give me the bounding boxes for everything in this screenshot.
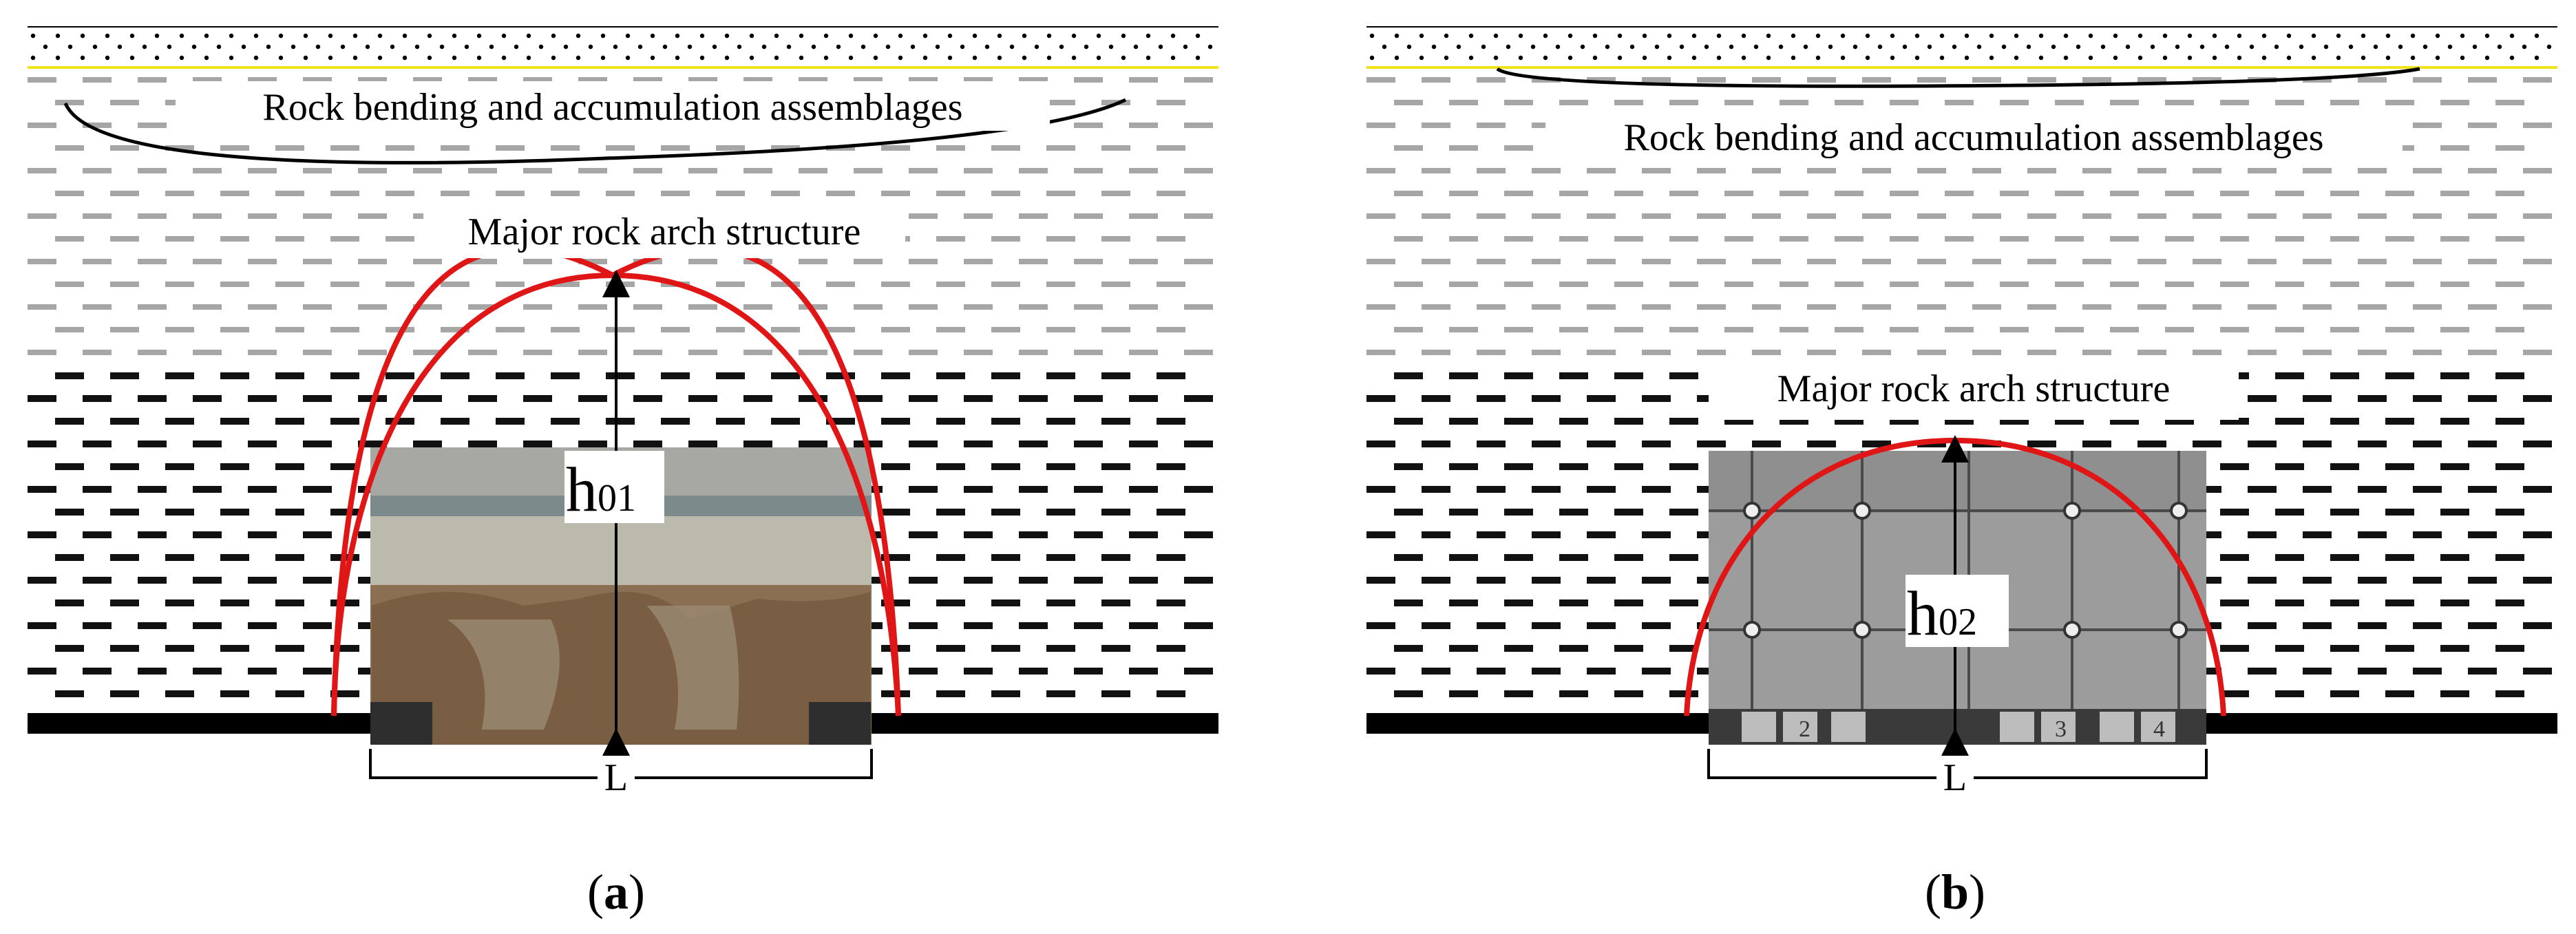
panel-a: h01 L Rock bending and accumulation asse… bbox=[28, 26, 1218, 920]
panel-a-coal-seam-left bbox=[28, 713, 372, 734]
panel-b-surface-line bbox=[1366, 66, 2557, 69]
panel-b-coal-seam-right bbox=[2205, 713, 2557, 734]
panel-b-height-label: h02 bbox=[1907, 578, 1977, 648]
panel-a-surface-line bbox=[28, 66, 1218, 69]
panel-b-block-label-4: 4 bbox=[2153, 717, 2165, 742]
panel-b-arch-label: Major rock arch structure bbox=[1777, 368, 2171, 410]
panel-b-loose-layer bbox=[1369, 33, 2552, 61]
panel-b-block-label-2: 2 bbox=[1799, 717, 1810, 742]
panel-a-arch-label: Major rock arch structure bbox=[468, 211, 861, 253]
panel-a-loose-layer bbox=[30, 33, 1213, 61]
panel-a-span-label: L bbox=[604, 756, 628, 799]
panel-b-coal-seam-left bbox=[1366, 713, 1711, 734]
panel-a-height-label: h01 bbox=[566, 454, 636, 524]
panel-b-block-label-3: 3 bbox=[2055, 717, 2067, 742]
panel-b-caption: (b) bbox=[1925, 864, 1985, 920]
panel-b-top-label: Rock bending and accumulation assemblage… bbox=[1623, 116, 2323, 159]
panel-a-caption: (a) bbox=[587, 864, 645, 920]
panel-b-span-label: L bbox=[1943, 756, 1967, 799]
panel-a-top-label: Rock bending and accumulation assemblage… bbox=[262, 86, 962, 129]
panel-b-bending-curve bbox=[1496, 67, 2420, 88]
panel-a-coal-seam-right bbox=[871, 713, 1218, 734]
panel-b: 2 3 4 h02 L Rock bending and accumulatio… bbox=[1366, 26, 2557, 920]
